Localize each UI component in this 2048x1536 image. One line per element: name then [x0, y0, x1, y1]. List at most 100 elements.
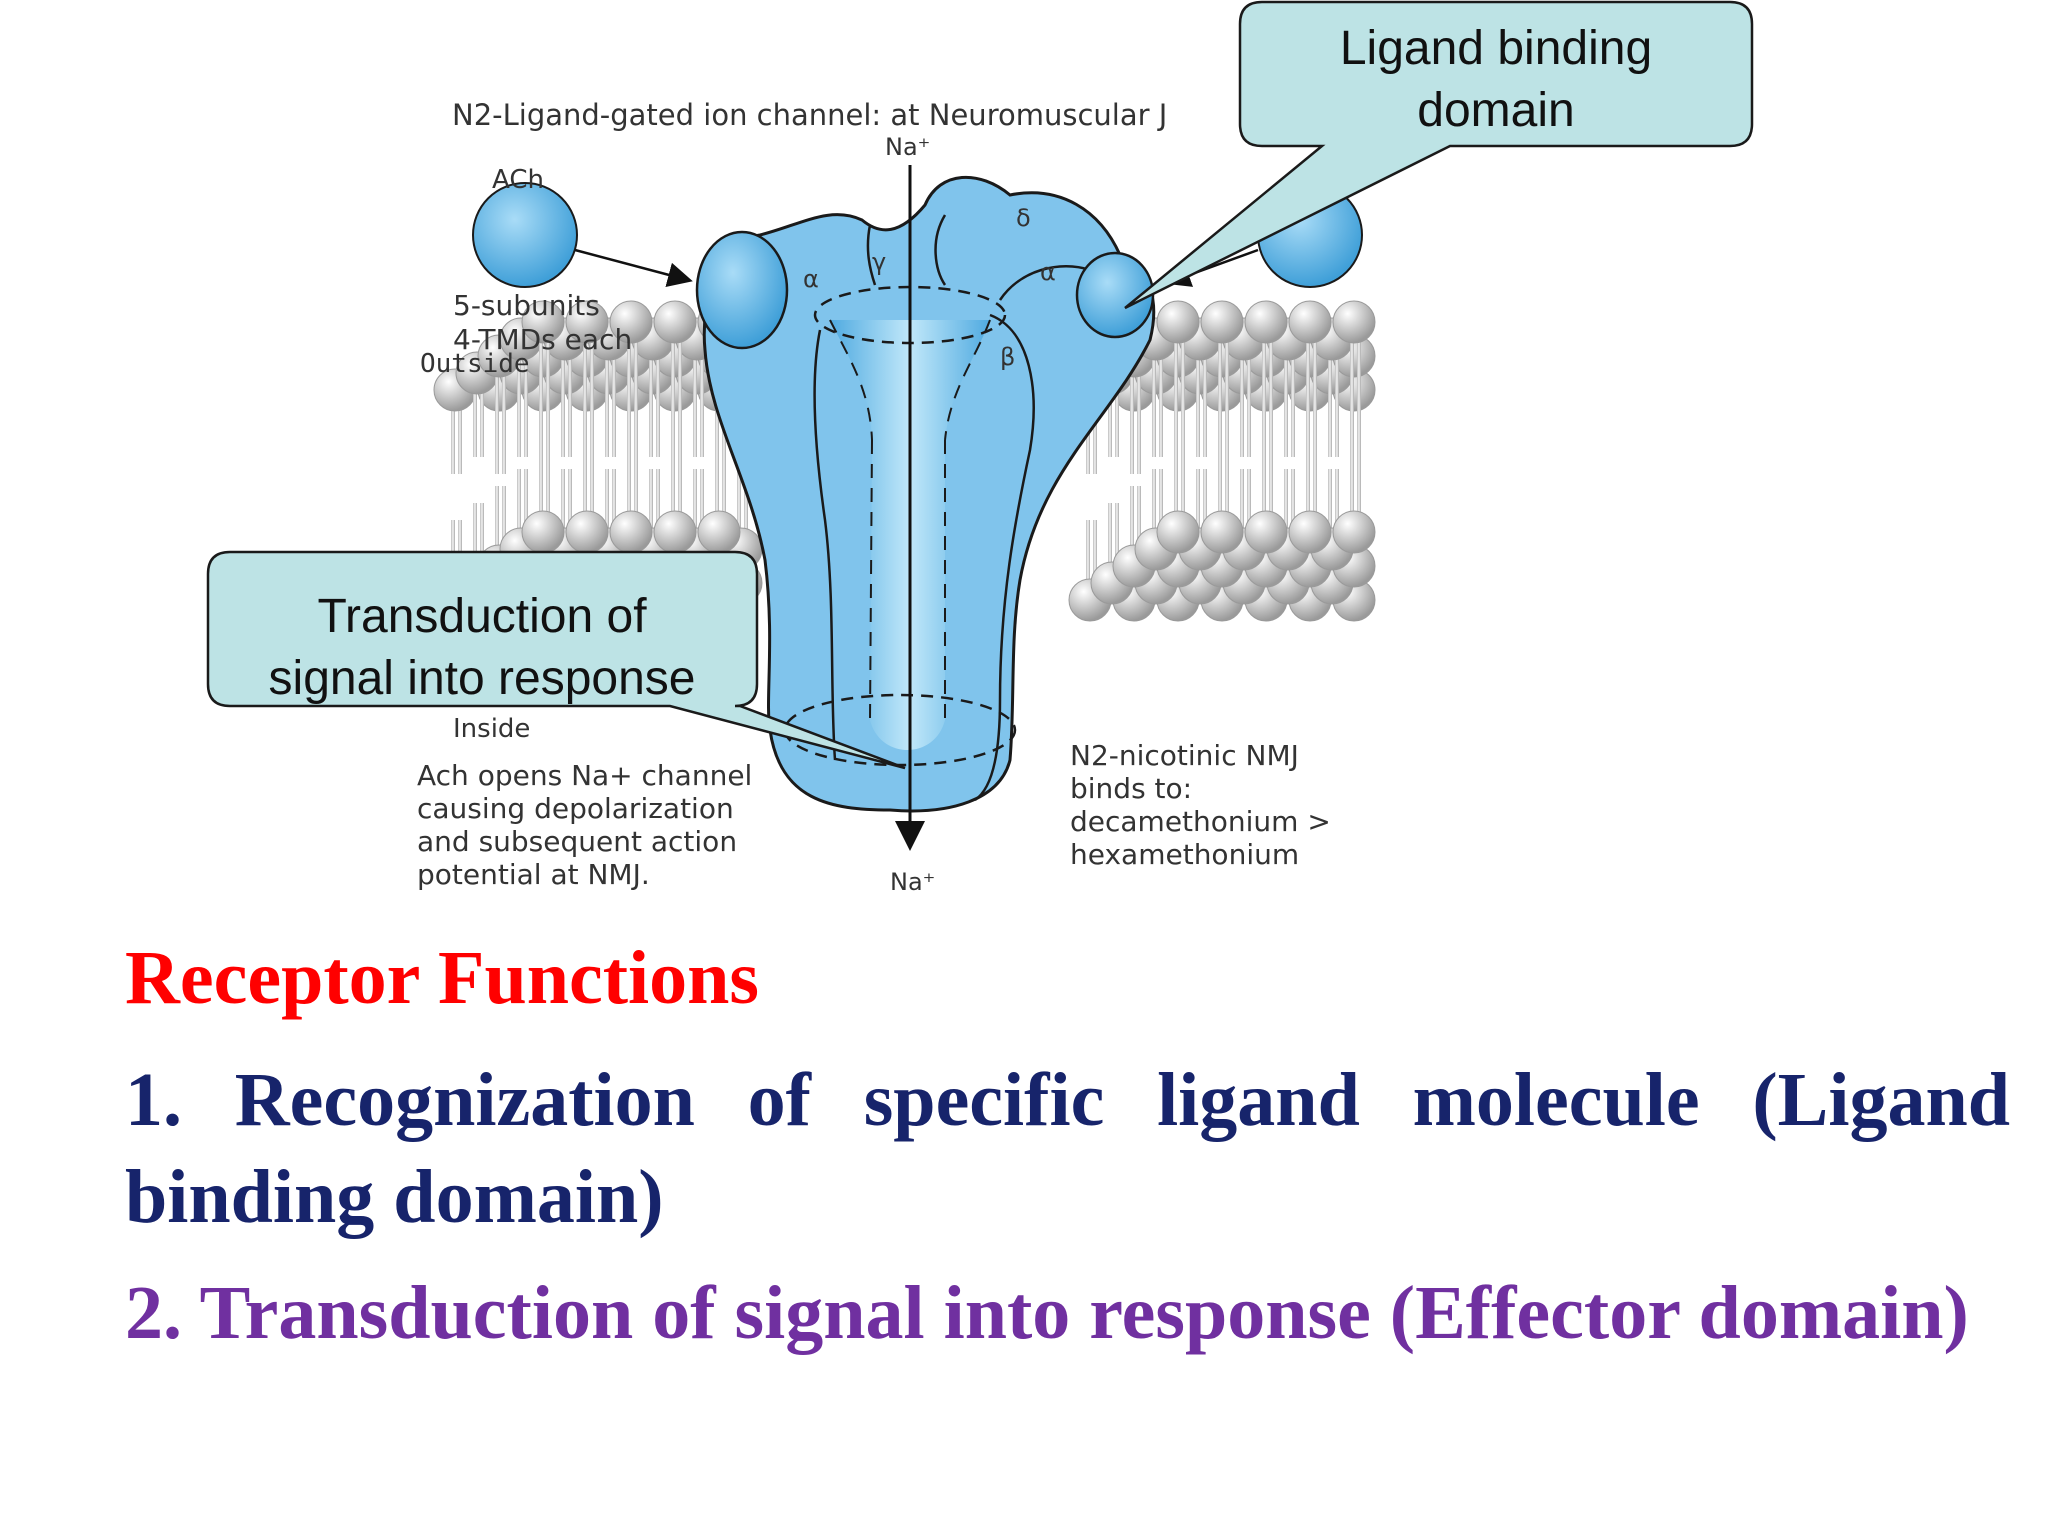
lipid-head [1200, 510, 1244, 554]
outside-label: Outside [420, 349, 530, 379]
callout-transduction-line-1: Transduction of [317, 590, 647, 643]
lipid-tail [1093, 404, 1097, 474]
lipid-tail [502, 486, 506, 556]
ion-label-bottom: Na⁺ [890, 868, 935, 896]
left-note-1: Ach opens Na+ channel [417, 759, 752, 792]
lipid-tail [1181, 452, 1185, 522]
binding-site-left [695, 230, 789, 350]
lipid-tail [649, 469, 653, 539]
lipid-tail [1306, 452, 1310, 522]
lipid-tail [1328, 469, 1332, 539]
subunit-divider [974, 313, 1035, 802]
lipid-tail [495, 370, 499, 440]
lipid-tail [1328, 353, 1332, 423]
callout-ligand-binding: Ligand binding domain [1124, 0, 1754, 310]
receptor-function-2: 2. Transduction of signal into response … [125, 1271, 1969, 1355]
lipid-tail [1269, 452, 1273, 522]
lipid-tail [1196, 469, 1200, 539]
receptor-function-1: 1. Recognization of specific ligand mole… [125, 1058, 2010, 1239]
lipid-tail [1262, 336, 1266, 406]
lipid-tail [1159, 353, 1163, 423]
lipid-head [565, 510, 609, 554]
lipid-head [1156, 300, 1200, 344]
lipid-tail [495, 486, 499, 556]
lipid-tail [1284, 469, 1288, 539]
lipid-head [1244, 510, 1288, 554]
callout-ligand-binding-line-2: domain [1417, 84, 1574, 137]
lipid-tail [583, 452, 587, 522]
lipid-tail [744, 469, 748, 539]
lipid-tail [1108, 503, 1112, 573]
lipid-head [609, 300, 653, 344]
lipid-tail [1108, 387, 1112, 457]
lipid-tail [451, 404, 455, 474]
lipid-tail [1086, 404, 1090, 474]
inside-label: Inside [453, 714, 530, 744]
lipid-head [1332, 510, 1376, 554]
lipid-tail [700, 469, 704, 539]
lipid-tail [473, 387, 477, 457]
lipid-tail [1159, 469, 1163, 539]
lipid-tail [524, 353, 528, 423]
lipid-tail [722, 452, 726, 522]
lipid-tail [678, 452, 682, 522]
lipid-tail [1240, 469, 1244, 539]
lipid-tail [524, 469, 528, 539]
lipid-tail [1115, 387, 1119, 457]
lipid-tail [605, 353, 609, 423]
lipid-tail [1218, 452, 1222, 522]
lipid-head [1332, 300, 1376, 344]
subunit-delta: δ [1016, 204, 1031, 232]
lipid-tail [590, 452, 594, 522]
subunit-divider [813, 329, 837, 761]
lipid-head [1244, 300, 1288, 344]
lipid-tail [458, 404, 462, 474]
subunit-divider [866, 224, 877, 286]
lipid-tail [715, 452, 719, 522]
lipid-tail [473, 503, 477, 573]
lipid-tail [678, 336, 682, 406]
right-note-1: N2-nicotinic NMJ [1070, 739, 1299, 772]
lipid-head [521, 510, 565, 554]
lipid-tail [1247, 469, 1251, 539]
lipid-tail [1291, 469, 1295, 539]
lipid-head [565, 300, 609, 344]
lipid-tail [634, 452, 638, 522]
right-note-3: decamethonium > [1070, 805, 1331, 838]
subunit-note-1: 5-subunits [453, 289, 600, 322]
lipid-tail [539, 452, 543, 522]
lipid-tail [568, 353, 572, 423]
lipid-tail [546, 452, 550, 522]
lipid-tail [649, 353, 653, 423]
lipid-tail [656, 353, 660, 423]
lipid-tail [656, 469, 660, 539]
callout-transduction: Transduction of signal into response [206, 550, 906, 770]
lipid-tail [627, 452, 631, 522]
left-note-4: potential at NMJ. [417, 858, 650, 891]
lipid-tail [1086, 520, 1090, 590]
callout-ligand-binding-line-1: Ligand binding [1340, 22, 1652, 75]
lipid-tail [561, 353, 565, 423]
ach-molecule [472, 182, 578, 288]
pore-edge [944, 319, 991, 441]
lipid-tail [1247, 353, 1251, 423]
lipid-tail [568, 469, 572, 539]
ach-arrow [574, 248, 693, 287]
lipid-head [653, 300, 697, 344]
lipid-head [1200, 300, 1244, 344]
subunit-gamma: γ [872, 248, 886, 276]
lipid-tail [517, 353, 521, 423]
subunit-alpha-left: α [803, 265, 819, 293]
lipid-tail [1284, 353, 1288, 423]
lipid-tail [1357, 452, 1361, 522]
lipid-tail [612, 353, 616, 423]
lipid-tail [1350, 452, 1354, 522]
lipid-tail [634, 336, 638, 406]
lipid-tail [539, 336, 543, 406]
lipid-tail [1306, 336, 1310, 406]
lipid-head [653, 510, 697, 554]
lipid-tail [1313, 336, 1317, 406]
subunit-beta: β [1000, 343, 1015, 371]
lipid-head [1288, 300, 1332, 344]
